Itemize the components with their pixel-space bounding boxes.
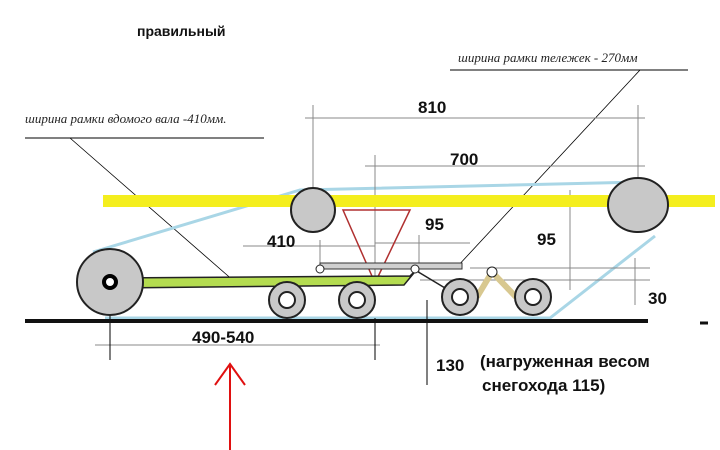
drive-frame-width-label: ширина рамки вдомого вала -410мм. <box>25 111 227 126</box>
drive-hub <box>102 274 118 290</box>
upper-idler-wheel <box>290 187 336 233</box>
track-bottom <box>105 234 656 320</box>
bogie-wheels <box>268 278 552 319</box>
dimension-95-horizontal: 95 <box>425 215 444 234</box>
dimension-410: 410 <box>267 232 295 251</box>
rail-pivot <box>410 264 420 274</box>
rail-pivot <box>315 264 325 274</box>
dimension-30: 30 <box>648 289 667 308</box>
red-arrow-icon <box>214 362 246 450</box>
dimension-700: 700 <box>450 150 478 169</box>
dimension-810: 810 <box>418 98 446 117</box>
drive-frame-beam <box>109 267 419 289</box>
loaded-note-line1: (нагруженная весом <box>480 352 650 371</box>
load-funnel <box>341 209 412 285</box>
dimension-130: 130 <box>436 356 464 375</box>
diagram-title: правильный <box>137 23 226 39</box>
bogie-frame-width-label: ширина рамки тележек - 270мм <box>458 50 638 65</box>
rear-idler-wheel <box>607 177 669 233</box>
dimension-95-vertical: 95 <box>537 230 556 249</box>
slide-rail <box>319 262 463 270</box>
leader-line <box>69 137 236 283</box>
track-top <box>92 180 641 254</box>
dimension-lines <box>95 105 660 385</box>
leader-line <box>455 69 641 269</box>
bogie-pivot <box>486 266 498 278</box>
dimension-490-540: 490-540 <box>192 328 254 347</box>
bogie-swing-arm <box>474 267 519 300</box>
loaded-note-line2: снегохода 115) <box>482 376 605 395</box>
